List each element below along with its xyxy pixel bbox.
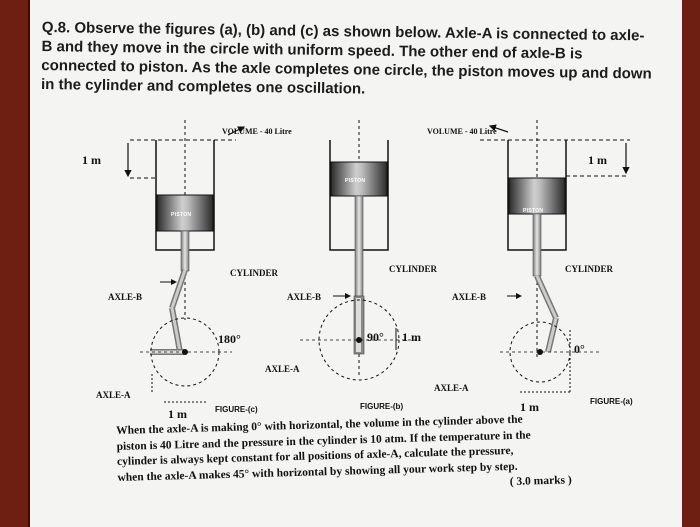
one-m-label-bottom-left: 1 m (168, 407, 187, 421)
one-m-label-right: 1 m (588, 153, 607, 167)
volume-label-right: VOLUME - 40 Litre (427, 127, 497, 136)
piston-label: PISTON (345, 178, 366, 184)
cylinder-label-a: CYLINDER (565, 264, 614, 274)
axle-b-highlight (170, 269, 187, 309)
axle-a-highlight (356, 298, 361, 352)
piston-rod (354, 195, 364, 297)
piston (330, 161, 388, 197)
figure-a-caption: FIGURE-(a) (590, 397, 633, 406)
axle-a-label-a: AXLE-A (434, 383, 469, 393)
axle-b-label-a: AXLE-B (452, 292, 487, 302)
figure-c (124, 120, 246, 403)
problem-statement: When the axle-A is making 0° with horizo… (116, 409, 638, 501)
axle-b-label-c: AXLE-B (108, 292, 143, 302)
one-m-label-mid: 1 m (402, 330, 421, 344)
angle-label-c: 180° (218, 332, 241, 346)
piston-label: PISTON (171, 212, 192, 218)
cylinder-label-c: CYLINDER (230, 268, 279, 278)
pivot (537, 349, 543, 355)
axle-b-lower-highlight (170, 307, 182, 353)
piston-rod (532, 213, 542, 277)
axle-a-label-c: AXLE-A (96, 390, 131, 400)
one-m-label-bottom-right: 1 m (520, 400, 539, 414)
piston (508, 177, 566, 215)
volume-arrow (227, 126, 246, 136)
axle-a-label-b: AXLE-A (265, 364, 300, 374)
volume-label-left: VOLUME - 40 Litre (222, 127, 292, 136)
figure-a (480, 120, 630, 393)
volume-arrow (488, 124, 509, 133)
figure-b-caption: FIGURE-(b) (360, 402, 404, 411)
piston-label: PISTON (523, 208, 544, 214)
cylinder-label-b: CYLINDER (389, 264, 438, 274)
pivot (356, 337, 362, 343)
figure-b (300, 120, 420, 381)
pivot (182, 349, 188, 355)
figure-c-caption: FIGURE-(c) (215, 405, 258, 414)
axle-b-label-b: AXLE-B (287, 292, 322, 302)
one-m-label-left: 1 m (82, 153, 101, 167)
axle-b-highlight (535, 275, 558, 319)
angle-label-a: 0° (574, 342, 585, 356)
angle-label-b: 90° (367, 330, 384, 344)
axle-a-highlight (546, 317, 558, 353)
piston (156, 194, 214, 232)
piston-rod (180, 230, 190, 272)
